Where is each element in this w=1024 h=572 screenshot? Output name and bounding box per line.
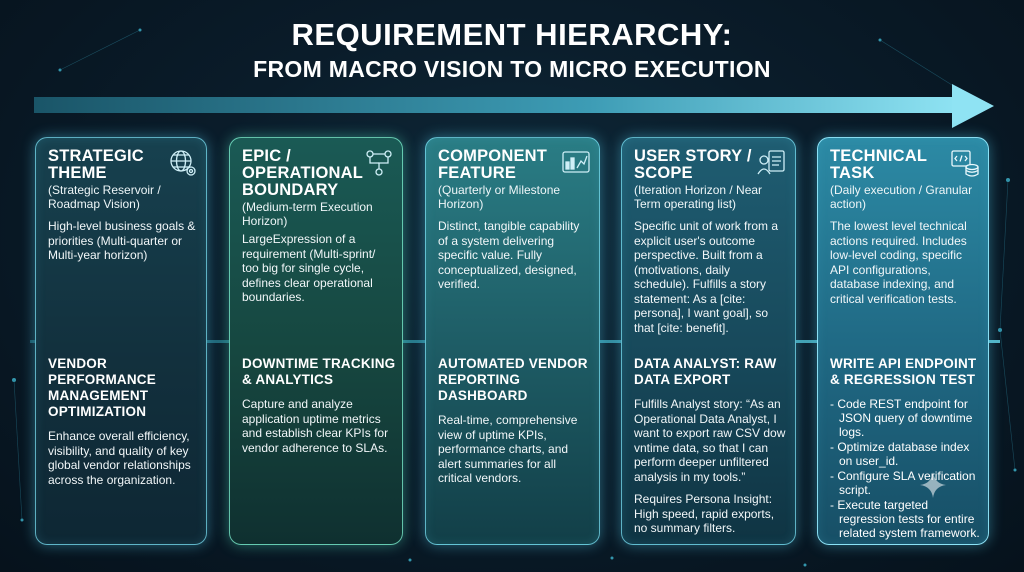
example-section: WRITE API ENDPOINT & REGRESSION TEST - C… bbox=[830, 356, 982, 541]
example-text: Capture and analyze application uptime m… bbox=[242, 397, 389, 455]
example-title: DOWNTIME TRACKING & ANALYTICS bbox=[242, 356, 396, 387]
example-text: Fulfills Analyst story: “As an Operation… bbox=[634, 397, 786, 484]
example-section: VENDOR PERFORMANCE MANAGEMENT OPTIMIZATI… bbox=[48, 356, 200, 487]
card-description: LargeExpression of a requirement (Multi-… bbox=[242, 232, 376, 304]
card-user-story-scope: USER STORY / SCOPE (Iteration Horizon / … bbox=[621, 137, 796, 545]
example-section: DATA ANALYST: RAW DATA EXPORT Fulfills A… bbox=[634, 356, 789, 544]
card-epic-operational-boundary: EPIC / OPERATIONAL BOUNDARY (Medium-term… bbox=[229, 137, 403, 545]
card-subtitle: (Medium-term Execution Horizon) bbox=[242, 200, 373, 228]
workflow-icon bbox=[366, 150, 392, 176]
card-title: COMPONENT FEATURE bbox=[438, 147, 548, 182]
list-item: - Code REST endpoint for JSON query of d… bbox=[830, 397, 973, 439]
code-database-icon bbox=[951, 150, 979, 177]
card-component-feature: COMPONENT FEATURE (Quarterly or Mileston… bbox=[425, 137, 600, 545]
card-strategic-theme: STRATEGIC THEME (Strategic Reservoir / R… bbox=[35, 137, 207, 545]
example-section: AUTOMATED VENDOR REPORTING DASHBOARD Rea… bbox=[438, 356, 593, 486]
dashboard-icon bbox=[562, 151, 590, 173]
globe-gear-icon bbox=[170, 150, 196, 176]
example-title: DATA ANALYST: RAW DATA EXPORT bbox=[634, 356, 777, 387]
card-title: USER STORY / SCOPE bbox=[634, 147, 752, 182]
card-technical-task: TECHNICAL TASK (Daily execution / Granul… bbox=[817, 137, 989, 545]
card-description: High-level business goals & priorities (… bbox=[48, 219, 196, 262]
card-subtitle: (Iteration Horizon / Near Term operating… bbox=[634, 183, 763, 211]
task-list: - Code REST endpoint for JSON query of d… bbox=[830, 397, 982, 540]
card-subtitle: (Daily execution / Granular action) bbox=[830, 183, 973, 211]
card-title: EPIC / OPERATIONAL BOUNDARY bbox=[242, 147, 363, 199]
card-description: The lowest level technical actions requi… bbox=[830, 219, 967, 306]
example-title: VENDOR PERFORMANCE MANAGEMENT OPTIMIZATI… bbox=[48, 356, 156, 419]
example-text-secondary: Requires Persona Insight: High speed, ra… bbox=[634, 492, 775, 535]
card-description: Distinct, tangible capability of a syste… bbox=[438, 219, 580, 291]
user-document-icon bbox=[757, 150, 785, 175]
card-title: STRATEGIC THEME bbox=[48, 147, 144, 182]
card-title: TECHNICAL TASK bbox=[830, 147, 927, 182]
example-text: Enhance overall efficiency, visibility, … bbox=[48, 429, 191, 487]
example-text: Real-time, comprehensive view of uptime … bbox=[438, 413, 578, 485]
list-item: - Execute targeted regression tests for … bbox=[830, 498, 980, 540]
progression-arrow bbox=[34, 84, 994, 128]
example-text-group: Fulfills Analyst story: “As an Operation… bbox=[634, 397, 789, 536]
list-item: - Optimize database index on user_id. bbox=[830, 440, 970, 468]
page-title: REQUIREMENT HIERARCHY: bbox=[291, 17, 733, 52]
card-description: Specific unit of work from a explicit us… bbox=[634, 219, 779, 335]
page-subtitle: FROM MACRO VISION TO MICRO EXECUTION bbox=[253, 56, 771, 82]
card-subtitle: (Strategic Reservoir / Roadmap Vision) bbox=[48, 183, 161, 211]
example-title: AUTOMATED VENDOR REPORTING DASHBOARD bbox=[438, 356, 588, 403]
example-title: WRITE API ENDPOINT & REGRESSION TEST bbox=[830, 356, 977, 387]
example-section: DOWNTIME TRACKING & ANALYTICS Capture an… bbox=[242, 356, 396, 455]
card-subtitle: (Quarterly or Milestone Horizon) bbox=[438, 183, 561, 211]
list-item: - Configure SLA verification script. bbox=[830, 469, 976, 497]
sparkle-icon bbox=[920, 472, 946, 498]
